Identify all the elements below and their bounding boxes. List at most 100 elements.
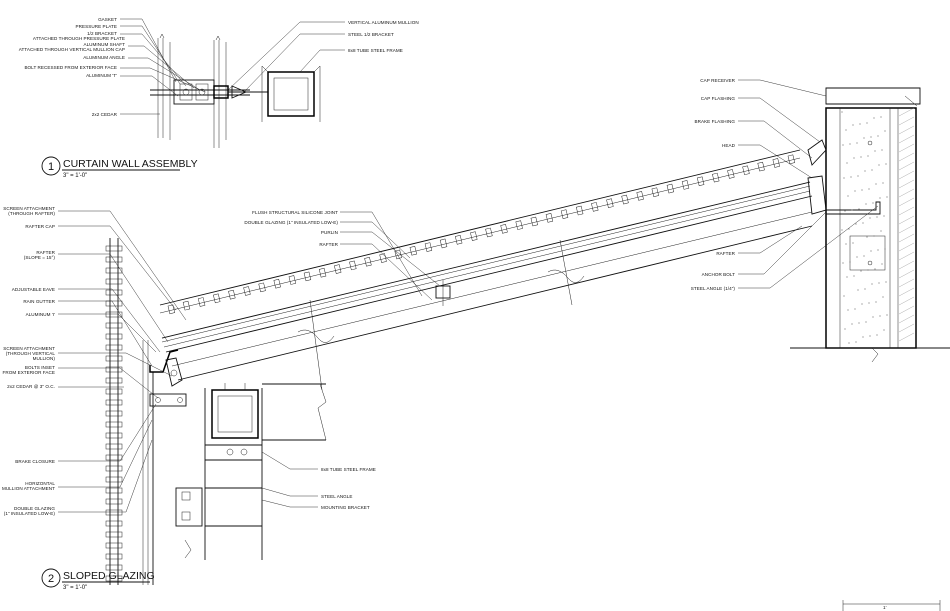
cedar-block <box>105 388 123 395</box>
hatch-dot <box>858 322 860 324</box>
screen-tick <box>228 289 236 300</box>
label-aluminum-angle: ALUMINUM ANGLE <box>83 55 125 60</box>
screen-tick <box>772 158 780 168</box>
detail-2-title: SLOPED GLAZING <box>63 570 155 582</box>
hatch-dot <box>874 150 876 152</box>
label-aluminum-shaft: ALUMINUM SHAFT <box>83 42 125 47</box>
hatch-line <box>898 125 915 135</box>
screen-tick <box>243 286 251 296</box>
screen-attachments <box>167 154 796 315</box>
detail-2-leaders <box>58 79 879 513</box>
detail-2-labels-left: SCREEN ATTACHMENT (THROUGH RAFTER) RAFTE… <box>2 206 56 516</box>
hatch-dot <box>869 335 871 337</box>
screen-tick <box>560 209 569 219</box>
scale-bar-label: 1' <box>883 605 887 610</box>
screen-tick <box>591 202 599 212</box>
label-double-glazing-mid: DOUBLE GLAZING (1" INSULATED LOW-E) <box>244 220 338 225</box>
hatch-line <box>898 188 915 198</box>
hatch-dot <box>859 123 861 125</box>
cedar-block <box>105 267 123 274</box>
hatch-dot <box>877 135 879 137</box>
label-brake-flashing: BRAKE FLASHING <box>694 119 735 124</box>
label-rafter-right: RAFTER <box>716 251 735 256</box>
hatch-dot <box>841 229 843 231</box>
hatch-line <box>898 332 915 342</box>
hatch-dot <box>843 295 845 297</box>
cedar-block <box>105 245 123 252</box>
scale-bar: 1' <box>842 600 941 611</box>
hatch-line <box>898 260 915 270</box>
label-screen-attachment-2: SCREEN ATTACHMENT <box>3 346 55 351</box>
cedar-block <box>105 454 123 461</box>
screen-tick <box>712 172 720 183</box>
hatch-dot <box>861 303 863 305</box>
hatch-dot <box>867 269 869 271</box>
hatch-dot <box>865 203 867 205</box>
label-screen-attachment-note: (THROUGH RAFTER) <box>8 211 55 216</box>
screen-tick <box>651 187 659 198</box>
hatch-dot <box>869 217 871 219</box>
hatch-dot <box>842 144 844 146</box>
hatch-line <box>898 197 915 207</box>
cedar-block <box>105 399 123 406</box>
label-gasket: GASKET <box>98 17 117 22</box>
screen-tick <box>500 224 508 234</box>
detail-1-scale: 3" = 1'-0" <box>63 173 87 179</box>
detail-1-leaders <box>120 18 345 115</box>
label-vertical-mullion: VERTICAL ALUMINUM MULLION <box>348 20 419 25</box>
label-steel-angle-lower: STEEL ANGLE <box>321 494 353 499</box>
cedar-block <box>105 311 123 318</box>
screen-tick <box>379 253 387 263</box>
hatch-dot <box>849 143 851 145</box>
detail-2-number: 2 <box>48 573 54 585</box>
hatch-dot <box>866 236 868 238</box>
hatch-dot <box>868 302 870 304</box>
label-shaft-note: ATTACHED THROUGH VERTICAL MULLION CAP <box>19 47 125 52</box>
hatch-dot <box>858 208 860 210</box>
hatch-line <box>898 251 915 261</box>
screen-tick <box>545 213 554 223</box>
detail-2-labels-lower: 8x8 TUBE STEEL FRAME STEEL ANGLE MOUNTIN… <box>321 467 376 510</box>
hatch-dot <box>875 183 877 185</box>
hatch-dot <box>854 308 856 310</box>
hatch-dot <box>862 222 864 224</box>
hatch-dot <box>870 250 872 252</box>
hatch-line <box>898 314 915 324</box>
hatch-dot <box>885 281 887 283</box>
hatch-dot <box>865 321 867 323</box>
cedar-block <box>105 344 123 351</box>
cedar-block <box>105 542 123 549</box>
hatch-line <box>898 161 915 171</box>
hatch-dot <box>883 215 885 217</box>
hatch-line <box>898 179 915 189</box>
label-screen-attachment-2-note-b: MULLION) <box>33 356 56 361</box>
cedar-block <box>105 333 123 340</box>
hatch-line <box>898 107 915 117</box>
label-bolts-inset-note: FROM EXTERIOR FACE <box>3 370 55 375</box>
screen-tick <box>273 278 281 289</box>
hatch-dot <box>866 122 868 124</box>
screen-tick <box>515 220 523 230</box>
cedar-block <box>105 278 123 285</box>
hatch-line <box>898 233 915 243</box>
screen-tick <box>334 264 342 274</box>
label-rain-gutter: RAIN GUTTER <box>23 299 55 304</box>
cedar-block <box>105 256 123 263</box>
label-bracket-note: ATTACHED THROUGH PRESSURE PLATE <box>33 36 125 41</box>
hatch-dot <box>872 316 874 318</box>
screen-tick <box>575 205 584 216</box>
detail-2-labels-mid: FLUSH STRUCTURAL SILICONE JOINT DOUBLE G… <box>244 210 338 247</box>
screen-tick <box>696 176 705 187</box>
cedar-block <box>105 553 123 560</box>
screen-tick <box>439 238 448 249</box>
label-cedar: 2x2 CEDAR <box>92 112 118 117</box>
cedar-block <box>105 432 123 439</box>
screen-tick <box>621 194 629 205</box>
label-screen-attachment: SCREEN ATTACHMENT <box>3 206 55 211</box>
hatch-dot <box>851 323 853 325</box>
label-bolts-inset: BOLTS INSET <box>25 365 55 370</box>
hatch-dot <box>847 309 849 311</box>
hatch-dot <box>857 175 859 177</box>
hatch-line <box>898 152 915 162</box>
label-anchor-bolt: ANCHOR BOLT <box>702 272 736 277</box>
